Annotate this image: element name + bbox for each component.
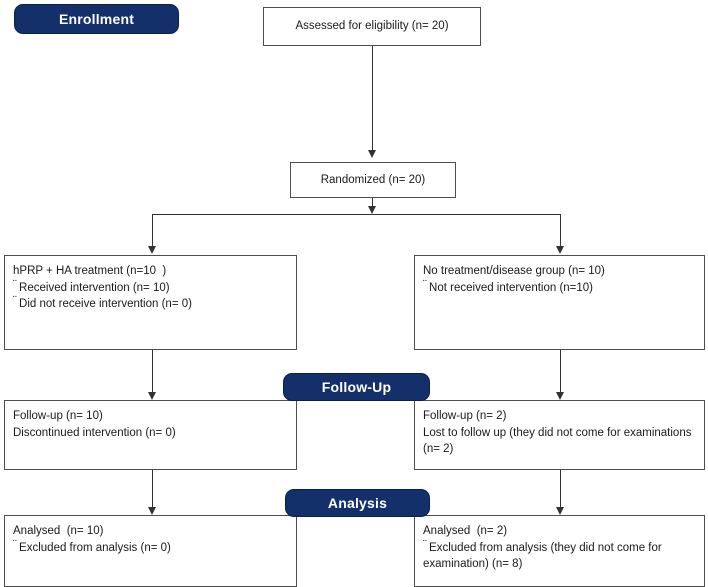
allocation-treatment-line-3-text: Did not receive intervention (n= 0) [19,298,192,311]
analysis-control-line-2: ¨ Excluded from analysis (they did not c… [423,538,696,573]
connector-allocation-left-to-followup [152,350,153,392]
bullet-glyph: ¨ [13,538,17,551]
analysis-control-line-2-text: Excluded from analysis (they did not com… [423,541,662,571]
arrowhead-assessed-to-randomized [368,150,376,158]
bullet-glyph: ¨ [13,295,17,308]
arrowhead-split-left [148,246,156,254]
connector-followup-left-to-analysis [152,470,153,507]
followup-treatment-line-1: Follow-up (n= 10) [13,410,103,422]
allocation-treatment-line-3: ¨ Did not receive intervention (n= 0) [13,296,288,313]
followup-control-line-1: Follow-up (n= 2) [423,410,507,422]
connector-allocation-right-to-followup [560,350,561,392]
connector-followup-right-to-analysis [560,470,561,507]
stage-label-analysis: Analysis [327,495,388,511]
assessed-label: Assessed for eligibility (n= 20) [295,20,449,33]
allocation-treatment-line-2: ¨ Received intervention (n= 10) [13,278,288,297]
bullet-glyph: ¨ [423,538,427,551]
connector-split-bar [152,214,561,215]
connector-split-right [560,214,561,246]
bullet-glyph: ¨ [13,278,17,291]
node-allocation-control: No treatment/disease group (n= 10) ¨ Not… [414,255,705,350]
analysis-treatment-line-1: Analysed (n= 10) [13,525,104,537]
analysis-treatment-line-2: ¨ Excluded from analysis (n= 0) [13,538,288,557]
connector-assessed-to-randomized [372,46,373,150]
stage-label-followup: Follow-Up [321,379,392,395]
allocation-control-line-1: No treatment/disease group (n= 10) [423,265,605,277]
randomized-label: Randomized (n= 20) [320,173,426,186]
analysis-treatment-line-2-text: Excluded from analysis (n= 0) [19,541,171,554]
connector-split-left [152,214,153,246]
connector-randomized-stub [372,198,373,206]
node-analysis-control: Analysed (n= 2) ¨ Excluded from analysis… [414,515,705,587]
arrowhead-split-right [556,246,564,254]
stage-badge-enrollment: Enrollment [14,4,179,34]
allocation-control-line-2-text: Not received intervention (n=10) [429,281,594,294]
node-followup-treatment: Follow-up (n= 10) Discontinued intervent… [4,400,297,470]
stage-label-enrollment: Enrollment [58,11,135,27]
followup-treatment-line-2: Discontinued intervention (n= 0) [13,426,176,439]
arrowhead-allocation-left-to-followup [148,392,156,400]
allocation-treatment-line-1: hPRP + HA treatment (n=10 ) [13,265,167,277]
allocation-control-line-2: ¨ Not received intervention (n=10) [423,278,696,297]
arrowhead-randomized-stub [368,206,376,214]
node-randomized: Randomized (n= 20) [290,162,456,198]
arrowhead-followup-left-to-analysis [148,507,156,515]
node-allocation-treatment: hPRP + HA treatment (n=10 ) ¨ Received i… [4,255,297,350]
node-analysis-treatment: Analysed (n= 10) ¨ Excluded from analysi… [4,515,297,587]
arrowhead-allocation-right-to-followup [556,392,564,400]
allocation-treatment-line-2-text: Received intervention (n= 10) [19,281,170,294]
arrowhead-followup-right-to-analysis [556,507,564,515]
analysis-control-line-1: Analysed (n= 2) [423,525,508,537]
stage-badge-followup: Follow-Up [283,373,430,401]
followup-control-line-2: Lost to follow up (they did not come for… [423,426,692,456]
node-followup-control: Follow-up (n= 2) Lost to follow up (they… [414,400,705,470]
bullet-glyph: ¨ [423,278,427,291]
stage-badge-analysis: Analysis [285,489,430,517]
node-assessed-for-eligibility: Assessed for eligibility (n= 20) [263,7,481,46]
